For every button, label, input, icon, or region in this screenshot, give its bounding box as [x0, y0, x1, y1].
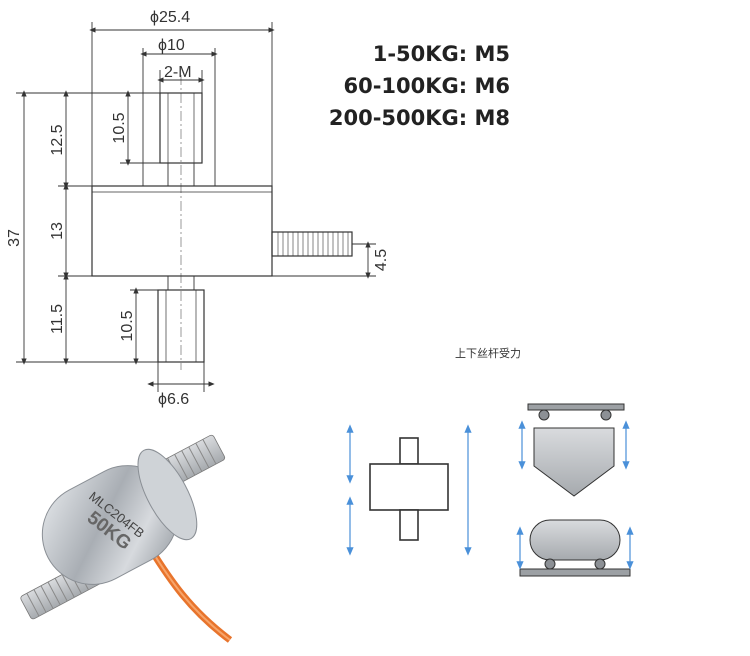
- cable-thread: [271, 231, 353, 257]
- tank-diagram: [516, 519, 634, 577]
- dim-top-thread-length: 10.5: [111, 112, 128, 143]
- dim-top-stud-height: 12.5: [49, 124, 66, 155]
- dim-inner-diameter: ϕ10: [158, 37, 185, 54]
- product-photo: MLC204FB 50KG: [20, 434, 233, 643]
- dim-cable-offset: 4.5: [373, 249, 390, 271]
- force-diagram-caption: 上下丝杆受力: [455, 347, 521, 360]
- force-diagram: [346, 403, 634, 577]
- bottom-stud: [157, 289, 205, 363]
- sensor-body: [91, 185, 273, 277]
- dim-bottom-thread-length: 10.5: [119, 310, 136, 341]
- dim-total-height: 37: [6, 229, 23, 247]
- thread-spec-2: 60-100KG: M6: [343, 74, 510, 98]
- cable: [147, 546, 233, 643]
- dim-bottom-stud-height: 11.5: [49, 304, 66, 334]
- photo-body: [41, 448, 198, 585]
- thread-spec-1: 1-50KG: M5: [372, 42, 510, 66]
- force-sensor-left: [369, 437, 449, 541]
- dimension-lines: [16, 22, 376, 392]
- dim-outer-diameter: ϕ25.4: [150, 9, 190, 26]
- sensor-drawing: [91, 75, 353, 370]
- hopper-diagram: [518, 403, 630, 497]
- dim-thread: 2-M: [164, 64, 192, 81]
- dim-cable-diameter: ϕ6.6: [158, 391, 189, 408]
- dimension-labels: ϕ25.4 ϕ10 2-M 37 12.5 13 11.5 10.5 10.5 …: [6, 9, 390, 408]
- force-arrows-left: [346, 424, 472, 556]
- dim-body-height: 13: [49, 222, 66, 240]
- thread-spec-3: 200-500KG: M8: [328, 106, 510, 130]
